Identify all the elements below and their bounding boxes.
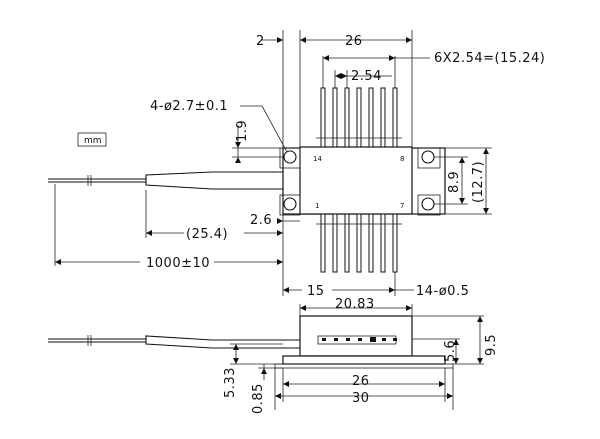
side-pin-dots (322, 337, 397, 342)
dim-flange-thickness: 0.85 (251, 383, 266, 414)
dim-pin-dia: 14-ø0.5 (416, 284, 469, 299)
dim-side-total-height: 9.5 (484, 334, 499, 356)
dim-pin-span: 6X2.54=(15.24) (434, 51, 545, 66)
dim-pin-to-edge: 15 (307, 284, 325, 299)
dim-boot-length: (25.4) (186, 227, 228, 242)
dim-flange-width: 30 (352, 391, 370, 406)
dim-hole-offset: 1.9 (235, 120, 250, 142)
dim-pin-row-offset: 2.6 (250, 213, 272, 228)
dim-fiber-height: 5.33 (223, 367, 238, 398)
dim-pin-pitch: 2.54 (351, 69, 382, 84)
side-view: 20.83 5.6 9.5 5.33 0.85 (48, 297, 499, 414)
package-body (299, 146, 413, 215)
pin-label-1: 1 (315, 202, 319, 210)
unit-label: mm (84, 136, 102, 146)
mount-hole-top-left (283, 150, 297, 164)
pin-label-8: 8 (400, 155, 404, 163)
dim-side-body-height: 5.6 (443, 340, 458, 362)
dim-fiber-length: 1000±10 (146, 256, 210, 271)
dim-holes: 4-ø2.7±0.1 (150, 99, 228, 114)
dim-body-width: 26 (345, 34, 363, 49)
dim-base-width: 26 (352, 374, 370, 389)
bottom-pin-row (320, 213, 398, 273)
dim-hole-spacing-v: 8.9 (447, 171, 462, 193)
fiber-pigtail (48, 171, 283, 190)
pin-label-7: 7 (400, 202, 404, 210)
unit-box: mm (77, 132, 107, 147)
side-flange (282, 355, 446, 365)
top-view: 14 8 1 7 2 26 (48, 30, 545, 299)
dim-flange-height: (12.7) (471, 161, 486, 203)
mount-hole-bottom-left (283, 197, 297, 211)
dim-flange-offset: 2 (256, 34, 265, 49)
dim-side-length: 20.83 (335, 297, 375, 312)
pin-label-14: 14 (313, 155, 322, 163)
